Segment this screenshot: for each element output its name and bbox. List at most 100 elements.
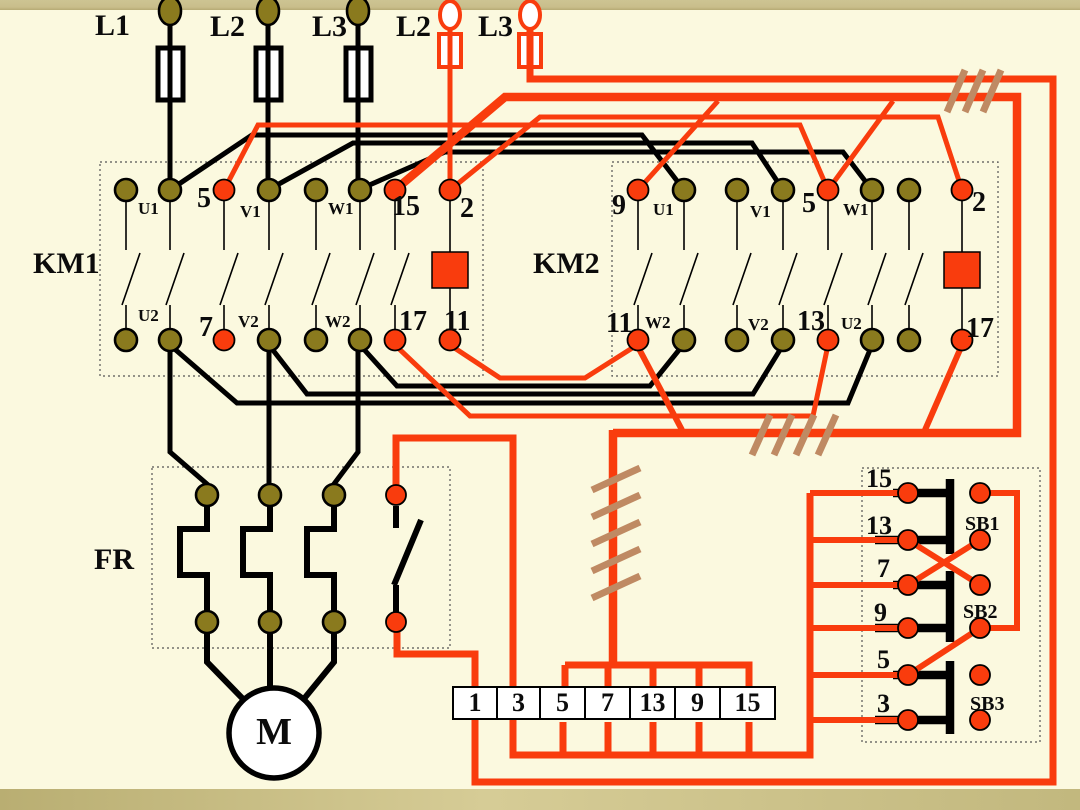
fr-nc-contact bbox=[391, 506, 424, 612]
wire-fr-motor-3 bbox=[300, 622, 337, 702]
label-sb1: SB1 bbox=[965, 513, 1000, 535]
motor-circle bbox=[226, 685, 322, 781]
km2-label-2: 2 bbox=[972, 187, 986, 218]
wire-fr-motor-1 bbox=[204, 622, 247, 703]
km1-label-w1: W1 bbox=[328, 199, 354, 218]
cable-markers bbox=[590, 68, 1005, 602]
km2-label-5: 5 bbox=[802, 188, 816, 219]
power-wires-black bbox=[167, 10, 875, 497]
km1-label-v2: V2 bbox=[238, 312, 259, 331]
bus-top-v bbox=[266, 140, 786, 193]
label-motor: M bbox=[256, 711, 292, 753]
top-band bbox=[0, 0, 1080, 10]
wire-km2-11-bus bbox=[634, 343, 685, 432]
km1-label-17: 17 bbox=[399, 306, 427, 337]
sb-wire-9: 9 bbox=[874, 598, 887, 627]
label-l2: L2 bbox=[210, 10, 246, 43]
km2-label-w2: W2 bbox=[645, 313, 671, 332]
km2-label-v2: V2 bbox=[748, 315, 769, 334]
km2-label-u2: U2 bbox=[841, 314, 862, 333]
label-sb3: SB3 bbox=[970, 693, 1005, 715]
fuses bbox=[155, 32, 543, 103]
km2-coil bbox=[943, 251, 981, 289]
strip-cell-3: 3 bbox=[496, 686, 541, 720]
component-boxes bbox=[99, 161, 1041, 743]
km1-coil bbox=[431, 251, 469, 289]
sb-terminals bbox=[897, 482, 991, 731]
sb-cross-links bbox=[906, 537, 982, 678]
cable-marks-top-right bbox=[943, 68, 1005, 114]
km1-box bbox=[99, 161, 484, 377]
strip-cell-13: 13 bbox=[629, 686, 676, 720]
wire-km1-fr-3 bbox=[331, 340, 361, 497]
wire-km2-17-bus bbox=[922, 343, 965, 432]
wire-9-link bbox=[636, 99, 720, 192]
sb-wire-5: 5 bbox=[877, 645, 890, 674]
wire-fr-strip-sb bbox=[392, 434, 814, 759]
fr-terminals bbox=[194, 482, 407, 635]
km1-label-u1: U1 bbox=[138, 199, 159, 218]
km2-label-u1: U1 bbox=[653, 200, 674, 219]
sb-wire-7: 7 bbox=[877, 554, 890, 583]
km2-label-17: 17 bbox=[966, 313, 994, 344]
wire-11-11-link bbox=[448, 342, 639, 381]
fr-heater-3 bbox=[304, 497, 337, 622]
km1-label-7: 7 bbox=[199, 312, 213, 343]
label-km2: KM2 bbox=[533, 247, 600, 280]
strip-cell-5: 5 bbox=[539, 686, 586, 720]
wire-5-link bbox=[221, 122, 831, 192]
strip-cell-7: 7 bbox=[584, 686, 631, 720]
km1-label-v1: V1 bbox=[240, 202, 261, 221]
control-wires-red bbox=[221, 15, 1057, 786]
strip-cell-9: 9 bbox=[674, 686, 721, 720]
bus-bottom-u bbox=[168, 343, 875, 406]
fr-heater-1 bbox=[177, 497, 210, 622]
km1-label-15: 15 bbox=[392, 191, 420, 222]
km1-label-w2: W2 bbox=[325, 312, 351, 331]
km1-label-u2: U2 bbox=[138, 306, 159, 325]
label-l1: L1 bbox=[95, 9, 131, 42]
label-l2-control: L2 bbox=[396, 10, 432, 43]
sb-branches bbox=[810, 490, 898, 723]
cable-marks-vertical bbox=[590, 464, 642, 602]
bottom-band bbox=[0, 789, 1080, 810]
control-bus bbox=[392, 92, 1022, 438]
bus-bottom-v bbox=[267, 343, 786, 397]
sb-wire-15: 15 bbox=[866, 464, 892, 493]
supply-terminals bbox=[157, 0, 542, 31]
thermal-relay-elements bbox=[177, 497, 424, 703]
km2-label-w1: W1 bbox=[843, 200, 869, 219]
sb-right-link bbox=[980, 490, 1020, 631]
km2-terminals bbox=[626, 177, 974, 353]
label-fr: FR bbox=[94, 543, 134, 576]
label-l3: L3 bbox=[312, 10, 348, 43]
km2-label-13: 13 bbox=[797, 306, 825, 337]
label-sb2: SB2 bbox=[963, 601, 998, 623]
cable-marks-mid bbox=[748, 413, 840, 457]
wire-1-loop bbox=[393, 15, 1057, 786]
strip-feed-bottom bbox=[559, 722, 753, 755]
bus-bottom-w bbox=[358, 343, 685, 389]
label-l3-control: L3 bbox=[478, 10, 514, 43]
km2-label-11: 11 bbox=[606, 308, 633, 339]
fr-heater-2 bbox=[240, 497, 273, 622]
strip-feed-top bbox=[561, 661, 753, 686]
sb-wire-3: 3 bbox=[877, 689, 890, 718]
strip-cell-1: 1 bbox=[452, 686, 498, 720]
wire-5-branch bbox=[825, 99, 896, 192]
km2-label-v1: V1 bbox=[750, 202, 771, 221]
sb-wire-13: 13 bbox=[866, 511, 892, 540]
strip-cell-15: 15 bbox=[719, 686, 776, 720]
contactor-coils bbox=[431, 251, 981, 289]
bus-top-w bbox=[356, 149, 874, 193]
km1-label-2: 2 bbox=[460, 193, 474, 224]
sb-box bbox=[861, 467, 1041, 743]
wire-17-13-link bbox=[393, 343, 831, 419]
wire-2-link bbox=[448, 114, 965, 192]
km1-terminals bbox=[113, 177, 462, 353]
km1-label-5: 5 bbox=[197, 183, 211, 214]
km2-label-9: 9 bbox=[612, 190, 626, 221]
km1-label-11: 11 bbox=[444, 306, 471, 337]
